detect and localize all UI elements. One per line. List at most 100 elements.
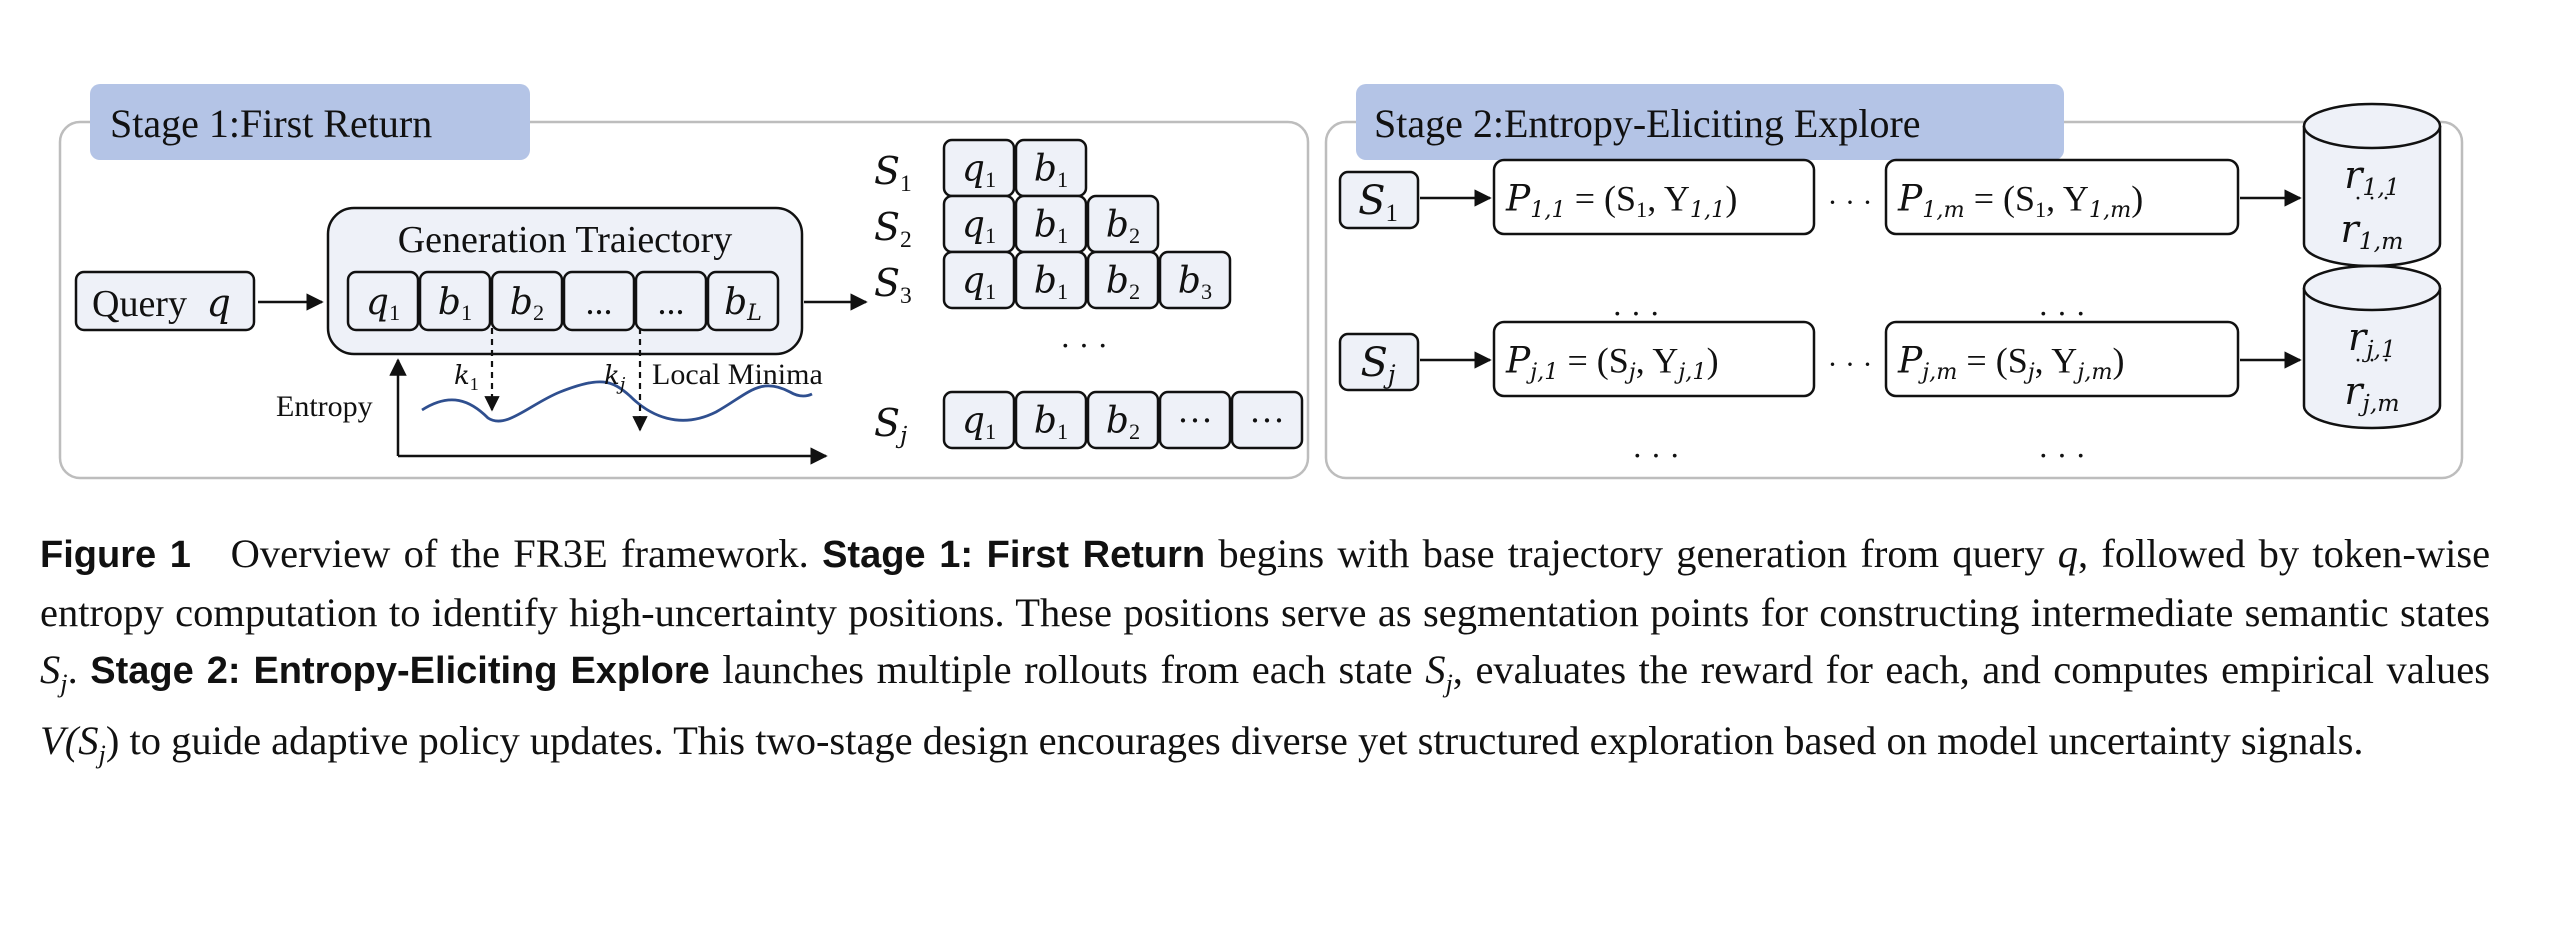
trajectory-token-2-text: b1 (438, 282, 472, 325)
figure-caption: Figure 1 Overview of the FR3E framework.… (40, 531, 2491, 770)
rollout-row1: S1 P1,1 = (S1, Y1,1) · · · P1,m = (S1, Y1,m… (1338, 102, 2442, 268)
caption-text-7: to guide adaptive policy updates. This t… (129, 718, 2364, 764)
state-3-token-3: b2 (1086, 250, 1160, 310)
rollout-last-1-text: P1,m = (S1, Y1,m) (1897, 178, 2143, 222)
trajectory-token-6-text: bL (724, 282, 762, 326)
state-4-token-5-text: ··· (1249, 400, 1285, 440)
state-4-token-3: b2 (1086, 390, 1160, 450)
rollout-last-1: P1,m = (S1, Y1,m) (1884, 158, 2240, 236)
rollout-first-2: Pj,1 = (Sj, Yj,1) (1492, 320, 1816, 398)
state-3-token-2: b1 (1014, 250, 1088, 310)
stage2-state-1: S1 (1338, 170, 1420, 230)
state-2-token-3: b2 (1086, 194, 1160, 254)
trajectory-token-3: b2 (490, 270, 564, 332)
caption-sj-2: S (1425, 647, 1446, 692)
rollout-first-2-text: Pj,1 = (Sj, Yj,1) (1505, 340, 1719, 384)
caption-stage2-bold: Stage 2: Entropy-Eliciting Explore (90, 650, 710, 692)
caption-text-2: begins with base trajectory generation f… (1218, 531, 2045, 576)
state-1-token-2: b1 (1014, 138, 1088, 198)
state-4-token-2-text: b1 (1034, 400, 1068, 443)
state-2-token-1-text: q1 (962, 204, 996, 247)
state-3-token-3-text: b2 (1106, 260, 1140, 303)
state-3-token-1-text: q1 (962, 260, 996, 303)
state-3-token-4: b3 (1158, 250, 1232, 310)
stage2-state-label-1: S1 (1358, 178, 1398, 227)
trajectory-token-1: q1 (346, 270, 420, 332)
state-4-token-4: ··· (1158, 390, 1232, 450)
local-minima-label: Local Minima (652, 358, 823, 391)
reward-store-1-dots: · · · (2354, 186, 2390, 212)
state-3-token-1: q1 (942, 250, 1016, 310)
stage1-title: Stage 1:First Return (110, 101, 432, 146)
query-label: Query (92, 283, 187, 325)
state-3-token-2-text: b1 (1034, 260, 1068, 303)
caption-text-6: , evaluates the reward for each, and com… (1452, 647, 2490, 692)
svg-text:k1: k1 (454, 361, 479, 394)
trajectory-token-4-text: ... (586, 282, 613, 322)
col-dots-2-top: · · · (2038, 295, 2086, 331)
states-vdots: · · · (1060, 327, 1108, 363)
caption-sj-1: S (40, 647, 61, 692)
caption-text-3: , followed by token-wise entropy computa… (40, 531, 2491, 635)
reward-store-1-r-bottom: r1,m (2341, 207, 2404, 255)
trajectory-token-6: bL (706, 270, 780, 332)
fr3e-overview-diagram: .serif { font-family: "Liberation Serif"… (58, 84, 2464, 480)
stage2-state-2: Sj (1338, 332, 1420, 392)
query-box: Query q (74, 270, 256, 332)
state-4-token-3-text: b2 (1106, 400, 1140, 443)
reward-store-2: rj,1· · ·rj,m (2302, 264, 2442, 430)
state-3-token-4-text: b3 (1178, 260, 1212, 303)
rollout-first-1-text: P1,1 = (S1, Y1,1) (1505, 178, 1737, 222)
entropy-curve (421, 380, 813, 423)
trajectory-token-5-text: ... (658, 282, 685, 322)
caption-q: q (2057, 531, 2079, 576)
entropy-label: Entropy (276, 390, 373, 423)
state-label-1: S1 (874, 149, 912, 197)
reward-store-2-r-top: rj,1 (2348, 315, 2396, 363)
state-4-token-1-text: q1 (962, 400, 996, 443)
col-dots-1-top: · · · (1612, 295, 1660, 331)
rollout-row2: Sj Pj,1 = (Sj, Yj,1) · · · Pj,m = (Sj, Yj,m… (1338, 264, 2442, 430)
caption-figure-label: Figure 1 (40, 534, 191, 576)
state-2-token-3-text: b2 (1106, 204, 1140, 247)
caption-v: V (40, 718, 65, 764)
state-label-3: S3 (874, 261, 912, 309)
caption-text-4: . (67, 647, 78, 692)
state-4-token-2: b1 (1014, 390, 1088, 450)
reward-store-1: r1,1· · ·r1,m (2302, 102, 2442, 268)
k1-label: k (454, 361, 470, 391)
reward-store-1-r-top: r1,1 (2344, 153, 2400, 201)
rollout-rows: S1 P1,1 = (S1, Y1,1) · · · P1,m = (S1, Y1,m… (1338, 102, 2442, 430)
stage2-state-label-2: Sj (1360, 340, 1395, 389)
state-4-token-1: q1 (942, 390, 1016, 450)
reward-store-2-dots: · · · (2354, 348, 2390, 374)
trajectory-token-1-text: q1 (366, 282, 400, 325)
trajectory-token-4: ... (562, 270, 636, 332)
between-dots-2: · · · (1828, 348, 1873, 381)
rollout-first-1: P1,1 = (S1, Y1,1) (1492, 158, 1816, 236)
entropy-plot: Entropy k1 kj Local Minima (276, 328, 828, 465)
between-dots-1: · · · (1828, 186, 1873, 219)
caption-stage1-bold: Stage 1: First Return (822, 534, 1206, 576)
state-4-token-4-text: ··· (1177, 400, 1213, 440)
caption-text-1: Overview of the FR3E framework. (230, 531, 809, 576)
trajectory-token-5: ... (634, 270, 708, 332)
rollout-last-2-text: Pj,m = (Sj, Yj,m) (1897, 340, 2124, 384)
trajectory-token-2: b1 (418, 270, 492, 332)
reward-store-2-r-bottom: rj,m (2344, 369, 2399, 417)
svg-text:kj: kj (604, 361, 626, 395)
state-row-1: S1 q1 b1 (874, 138, 1088, 198)
trajectory-title: Generation Traiectory (398, 219, 733, 261)
query-symbol: q (206, 281, 230, 325)
trajectory-token-3-text: b2 (510, 282, 544, 325)
stage1-panel: Stage 1:First Return Query q Generation … (58, 84, 1310, 480)
state-row-2: S2 q1 b1 b2 (874, 194, 1160, 254)
state-4-token-5: ··· (1230, 390, 1304, 450)
state-1-token-1-text: q1 (962, 148, 996, 191)
state-label-2: S2 (874, 205, 912, 253)
state-2-token-2: b1 (1014, 194, 1088, 254)
col-dots-2-bottom: · · · (2038, 437, 2086, 473)
